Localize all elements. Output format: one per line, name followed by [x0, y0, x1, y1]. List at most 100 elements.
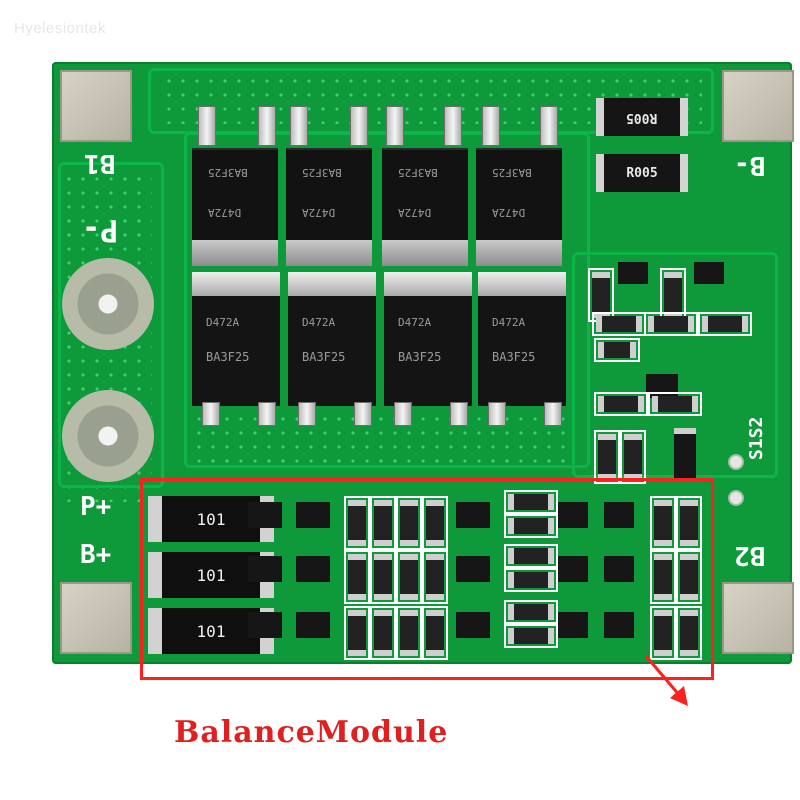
smd-resistor: [422, 496, 448, 550]
smd-capacitor: [594, 338, 640, 362]
mosfet-top-3: BA3F25 D472A: [382, 148, 468, 266]
mosfet-top-4: BA3F25 D472A: [476, 148, 562, 266]
mosfet-leg: [540, 106, 558, 146]
smd-resistor: [504, 544, 558, 568]
via-dots: [192, 412, 572, 472]
sot23-chip: [248, 502, 282, 528]
pad-b1: [60, 70, 132, 142]
mosfet-leg: [394, 402, 412, 426]
sot23-chip: [646, 374, 678, 398]
mosfet-leg: [354, 402, 372, 426]
mosfet-leg: [258, 402, 276, 426]
mosfet-top-1: BA3F25 D472A: [192, 148, 278, 266]
smd-resistor: [422, 606, 448, 660]
smd-resistor: [344, 550, 370, 604]
pad-b-plus: [60, 582, 132, 654]
smd-resistor: [396, 496, 422, 550]
copper-trace: [58, 162, 164, 488]
smd-resistor: [344, 606, 370, 660]
smd-resistor: [676, 606, 702, 660]
label-b-minus: B-: [734, 150, 766, 180]
smd-resistor: [676, 550, 702, 604]
smd-resistor: [698, 312, 752, 336]
smd-resistor: [620, 430, 646, 484]
sot23-chip: [296, 502, 330, 528]
smd-resistor: [344, 496, 370, 550]
smd-resistor: [370, 550, 396, 604]
smd-resistor: [650, 550, 676, 604]
smd-resistor: [396, 606, 422, 660]
smd-resistor: [422, 550, 448, 604]
sot23-chip: [604, 502, 634, 528]
label-b-plus: B+: [80, 540, 112, 570]
shunt-resistor-bottom: R005: [596, 154, 688, 192]
smd-resistor: [676, 496, 702, 550]
hole-p-minus: [62, 258, 154, 350]
watermark-text: Hyelesiontek: [14, 20, 106, 37]
sot23-chip: [558, 556, 588, 582]
mosfet-leg: [386, 106, 404, 146]
sot23-chip: [604, 612, 634, 638]
sot23-chip: [456, 612, 490, 638]
smd-resistor: [650, 496, 676, 550]
mosfet-bottom-4: D472A BA3F25: [478, 272, 566, 406]
smd-resistor: [650, 606, 676, 660]
test-point: [728, 454, 744, 470]
shunt-resistor-top: R005: [596, 98, 688, 136]
mosfet-leg: [350, 106, 368, 146]
mosfet-top-2: BA3F25 D472A: [286, 148, 372, 266]
smd-resistor: [504, 514, 558, 538]
mosfet-leg: [198, 106, 216, 146]
sot23-chip: [296, 612, 330, 638]
sot23-chip: [558, 502, 588, 528]
smd-resistor: [370, 606, 396, 660]
mosfet-leg: [450, 402, 468, 426]
balance-module-highlight-box: [140, 478, 714, 680]
mosfet-leg: [444, 106, 462, 146]
sot23-chip: [248, 612, 282, 638]
smd-resistor: [588, 268, 614, 322]
smd-resistor: [644, 312, 698, 336]
smd-resistor: [594, 430, 620, 484]
sot23-chip: [456, 502, 490, 528]
smd-resistor: [660, 268, 686, 322]
smd-resistor: [594, 392, 648, 416]
sot23-chip: [456, 556, 490, 582]
arrow-icon: [644, 655, 688, 706]
mosfet-leg: [488, 402, 506, 426]
test-point: [728, 490, 744, 506]
mosfet-leg: [290, 106, 308, 146]
pad-b-minus: [722, 70, 794, 142]
smd-resistor: [504, 490, 558, 514]
mosfet-leg: [298, 402, 316, 426]
label-b2: B2: [734, 540, 766, 570]
label-p-plus: P+: [80, 492, 112, 522]
mosfet-bottom-1: D472A BA3F25: [192, 272, 280, 406]
smd-resistor: [504, 568, 558, 592]
sot23-chip: [296, 556, 330, 582]
mosfet-bottom-2: D472A BA3F25: [288, 272, 376, 406]
hole-p-plus: [62, 390, 154, 482]
balance-module-caption: BalanceModule: [174, 715, 449, 750]
label-s1s2: S1S2: [746, 416, 767, 460]
mosfet-leg: [482, 106, 500, 146]
sot23-chip: [694, 262, 724, 284]
label-b1: B1: [84, 148, 116, 178]
mosfet-leg: [258, 106, 276, 146]
sot23-chip: [604, 556, 634, 582]
sot23-chip: [558, 612, 588, 638]
pcb-board: B1 P- P+ B+ B- B2 S1S2 BA3F25 D472A BA3F…: [52, 62, 794, 664]
sot23-chip: [248, 556, 282, 582]
mosfet-bottom-3: D472A BA3F25: [384, 272, 472, 406]
smd-resistor: [504, 624, 558, 648]
smd-resistor: [370, 496, 396, 550]
mosfet-leg: [544, 402, 562, 426]
label-p-minus: P-: [82, 212, 119, 247]
smd-resistor: [592, 312, 646, 336]
smd-diode: [674, 428, 696, 478]
smd-resistor: [396, 550, 422, 604]
smd-resistor: [648, 392, 702, 416]
smd-resistor: [504, 600, 558, 624]
sot23-chip: [618, 262, 648, 284]
mosfet-leg: [202, 402, 220, 426]
